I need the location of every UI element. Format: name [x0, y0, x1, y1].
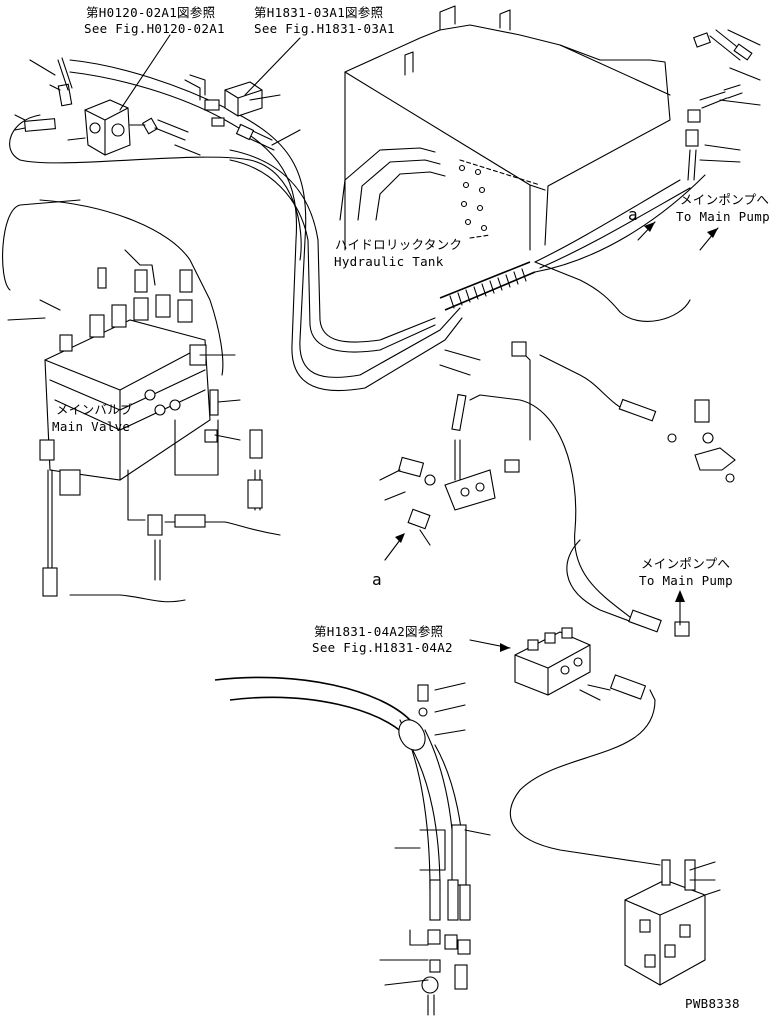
main-pump-top-label-en: To Main Pump [676, 209, 770, 224]
top-left-valve [14, 57, 201, 156]
hydraulic-tank [339, 5, 671, 251]
ref-h0120-label-en: See Fig.H0120-02A1 [84, 21, 225, 36]
ref-h1831-03-label-jp: 第H1831-03A1図参照 [254, 5, 384, 20]
top-center-valve [184, 74, 301, 151]
hydraulic-tank-label-jp: ハイドロリックタンク [335, 237, 463, 252]
center-block-assembly [379, 341, 736, 626]
top-right-fittings [685, 29, 761, 181]
drawing-code: PWB8338 [685, 996, 740, 1011]
arrows-and-leaders [119, 34, 719, 652]
tank-ports [458, 159, 541, 239]
return-lines [2, 59, 463, 392]
ref-h0120-label-jp: 第H0120-02A1図参照 [86, 5, 216, 20]
pilot-valve [624, 859, 721, 986]
coiled-hose [439, 174, 706, 322]
ref-h1831-03-label-en: See Fig.H1831-03A1 [254, 21, 395, 36]
ref-h1831-04-label-jp: 第H1831-04A2図参照 [314, 624, 444, 639]
connection-a-bottom: a [372, 570, 382, 589]
main-valve-label-en: Main Valve [52, 419, 131, 434]
connection-a-top: a [628, 205, 638, 224]
hydraulic-tank-label-en: Hydraulic Tank [334, 254, 444, 269]
main-pump-mid-label-en: To Main Pump [639, 573, 733, 588]
lower-left-lines [42, 419, 281, 603]
main-pump-top-label-jp: メインポンプへ [680, 192, 770, 207]
lower-right-lines [509, 539, 690, 866]
ref-h1831-04-label-en: See Fig.H1831-04A2 [312, 640, 453, 655]
main-valve-label-jp: メインバルブ [56, 402, 133, 417]
main-pump-mid-label-jp: メインポンプへ [641, 556, 731, 571]
main-valve [7, 249, 241, 496]
hose-bundle [214, 676, 491, 1016]
small-control-valve [514, 627, 591, 696]
